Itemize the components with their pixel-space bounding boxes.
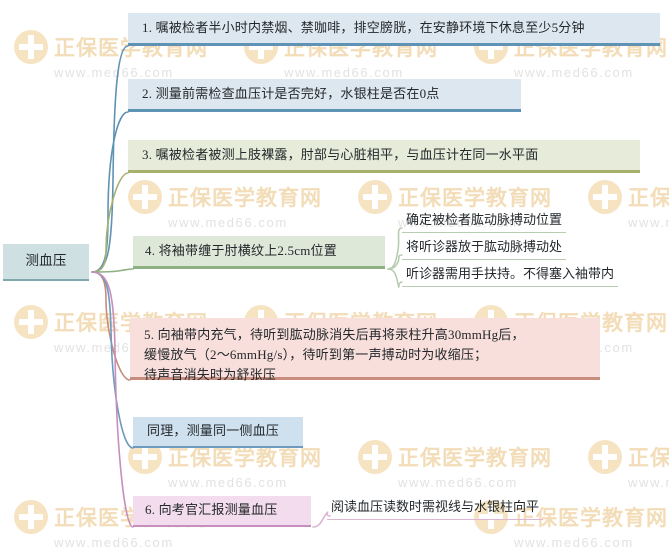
watermark-url: www.med66.com [168, 475, 288, 490]
connector-root-to-branch-5 [91, 271, 131, 381]
connector-branch4-to-leaf-1 [387, 227, 403, 270]
watermark-tile: 正保医学教育网 www.med66.com [588, 440, 669, 490]
mindmap-leaf-node-4-3[interactable]: 听诊器需用手扶持。不得塞入袖带内 [402, 263, 619, 288]
watermark-brand: 正保医学教育网 [398, 447, 552, 470]
connector-branch4-to-leaf-2 [387, 254, 403, 270]
watermark-tile: 正保医学教育网 www.med66.com [128, 180, 322, 230]
brand-logo-icon [358, 440, 392, 474]
connector-root-to-branch-2 [91, 111, 129, 273]
branch-3-label: 3. 嘱被检者被测上肢裸露，肘部与心脏相平，与血压计在同一水平面 [142, 146, 539, 162]
watermark-url: www.med66.com [514, 65, 634, 80]
watermark-url: www.med66.com [514, 535, 634, 550]
watermark-brand: 正保医学教育网 [628, 187, 669, 210]
watermark-row: 正保医学教育网 [588, 440, 669, 474]
connector-root-to-branch-6 [91, 271, 134, 449]
mindmap-branch-node-3[interactable]: 3. 嘱被检者被测上肢裸露，肘部与心脏相平，与血压计在同一水平面 [128, 140, 640, 173]
root-label: 测血压 [25, 253, 67, 269]
brand-logo-icon [588, 180, 622, 214]
brand-logo-icon [14, 305, 48, 339]
brand-logo-icon [588, 440, 622, 474]
connector-branch4-to-leaf-3 [387, 268, 403, 288]
watermark-tile: 正保医学教育网 www.med66.com [588, 180, 669, 230]
branch-7-label: 6. 向考官汇报测量血压 [145, 502, 278, 518]
mindmap-leaf-node-6-1[interactable]: 阅读血压读数时需视线与水银柱向平 [327, 496, 544, 521]
mindmap-branch-node-1[interactable]: 1. 嘱被检者半小时内禁烟、禁咖啡，排空膀胱，在安静环境下休息至少5分钟 [128, 13, 660, 46]
branch-1-label: 1. 嘱被检者半小时内禁烟、禁咖啡，排空膀胱，在安静环境下休息至少5分钟 [142, 19, 585, 35]
mindmap-branch-node-4[interactable]: 4. 将袖带缠于肘横纹上2.5cm位置 [133, 236, 385, 269]
watermark-url: www.med66.com [284, 65, 404, 80]
branch-5-label: 5. 向袖带内充气，待听到肱动脉消失后再将汞柱升高30mmHg后， 缓慢放气（2… [144, 327, 525, 383]
watermark-tile: 正保医学教育网 www.med66.com [358, 440, 552, 490]
connector-root-to-branch-3 [91, 172, 129, 273]
branch-2-label: 2. 测量前需检查血压计是否完好，水银柱是否在0点 [142, 85, 440, 101]
brand-logo-icon [14, 30, 48, 64]
brand-logo-icon [358, 180, 392, 214]
branch-6-label: 同理，测量同一侧血压 [147, 423, 280, 439]
watermark-url: www.med66.com [628, 215, 669, 230]
watermark-brand: 正保医学教育网 [628, 447, 669, 470]
mindmap-branch-node-6[interactable]: 同理，测量同一侧血压 [133, 417, 303, 448]
watermark-url: www.med66.com [54, 65, 174, 80]
mindmap-leaf-node-4-2[interactable]: 将听诊器放于肱动脉搏动处 [402, 236, 567, 261]
mindmap-branch-node-5[interactable]: 5. 向袖带内充气，待听到肱动脉消失后再将汞柱升高30mmHg后， 缓慢放气（2… [130, 318, 600, 382]
watermark-url: www.med66.com [168, 215, 288, 230]
watermark-brand: 正保医学教育网 [168, 187, 322, 210]
brand-logo-icon [128, 180, 162, 214]
watermark-url: www.med66.com [54, 535, 174, 550]
connector-root-to-branch-7 [91, 271, 134, 528]
connector-root-to-branch-4 [91, 268, 134, 273]
watermark-brand: 正保医学教育网 [398, 187, 552, 210]
watermark-row: 正保医学教育网 [588, 180, 669, 214]
watermark-url: www.med66.com [628, 475, 669, 490]
brand-logo-icon [14, 500, 48, 534]
branch-4-label: 4. 将袖带缠于肘横纹上2.5cm位置 [145, 242, 337, 258]
watermark-row: 正保医学教育网 [358, 440, 552, 474]
mindmap-leaf-node-4-1[interactable]: 确定被检者肱动脉搏动位置 [402, 209, 567, 234]
mindmap-root-node[interactable]: 测血压 [3, 244, 89, 281]
mindmap-branch-node-7[interactable]: 6. 向考官汇报测量血压 [133, 496, 311, 527]
connector-root-to-branch-1 [91, 45, 129, 273]
watermark-row: 正保医学教育网 [128, 180, 322, 214]
mindmap-branch-node-2[interactable]: 2. 测量前需检查血压计是否完好，水银柱是否在0点 [128, 79, 521, 112]
watermark-url: www.med66.com [398, 475, 518, 490]
